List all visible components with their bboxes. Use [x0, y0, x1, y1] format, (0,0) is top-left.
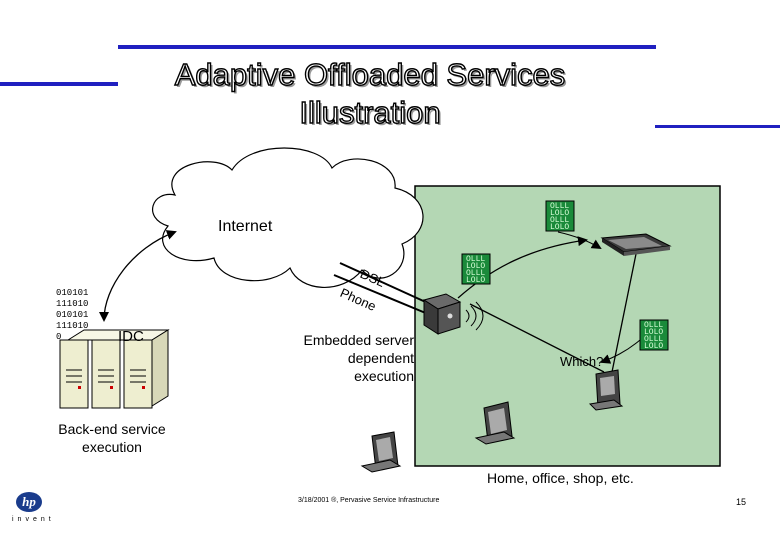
slide-title-line1: Adaptive Offloaded Services: [174, 56, 566, 92]
tablet-pda-line: [611, 253, 637, 373]
pda-device: [588, 369, 624, 411]
backend-label: Back-end service execution: [58, 421, 166, 455]
bits-block-gateway: [461, 253, 491, 285]
tablet-device: [600, 233, 672, 256]
slide-title: Adaptive Offloaded Services Illustration: [120, 56, 620, 132]
laptop-device-1: [474, 401, 516, 445]
bits-arrow: [557, 231, 602, 250]
hp-logo-icon: hp: [16, 492, 42, 512]
which-label: Which?: [560, 354, 604, 369]
right-rule: [655, 125, 780, 128]
phone-line: [333, 274, 429, 315]
gateway-pda-line: [469, 303, 605, 373]
internet-cloud: [152, 147, 424, 288]
top-rule: [118, 45, 656, 49]
which-arrow: [600, 339, 641, 364]
slide-title-line2: Illustration: [299, 94, 442, 130]
embedded-label: Embedded server dependent execution: [303, 332, 414, 384]
bits-block-right: [639, 319, 669, 351]
hp-logo-text: invent: [12, 516, 55, 523]
left-rule: [0, 82, 118, 86]
bits-block-top: [545, 200, 575, 232]
gateway-tablet-arrow: [457, 236, 588, 299]
home-label: Home, office, shop, etc.: [487, 470, 634, 486]
cloud-idc-arrow: [99, 230, 177, 322]
gateway-device: [422, 293, 484, 335]
idc-servers: [59, 329, 170, 409]
footer-date: 3/18/2001 ®, Pervasive Service Infrastru…: [298, 497, 440, 504]
hp-logo: hp: [10, 492, 48, 514]
laptop-device-2: [360, 431, 402, 473]
internet-label: Internet: [218, 218, 273, 235]
page-number: 15: [736, 497, 747, 507]
idc-bits: 010101 111010 010101 111010 0: [56, 288, 89, 342]
idc-label: IDC: [118, 328, 144, 345]
home-panel: [414, 185, 721, 467]
dsl-line: [339, 262, 431, 305]
